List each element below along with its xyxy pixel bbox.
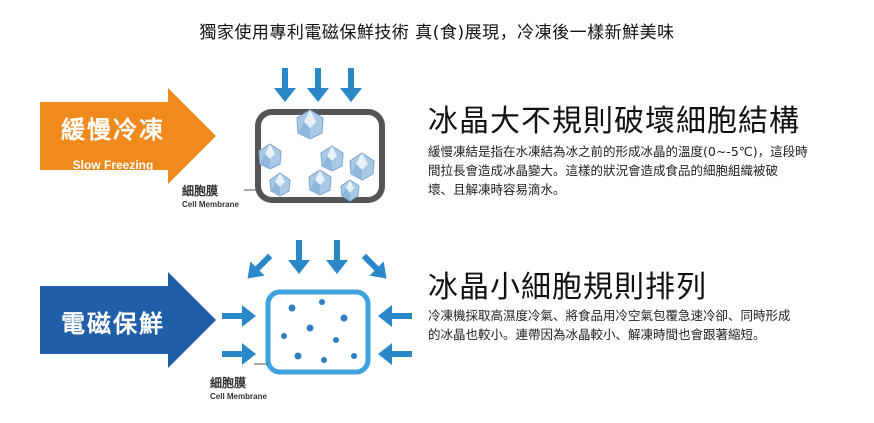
ice-crystal-large-7	[340, 179, 360, 202]
orange-arrow-shape	[40, 88, 216, 184]
magnetic-diagonal-arrow-right	[361, 253, 387, 279]
slow-down-arrow-2	[307, 68, 329, 102]
ice-crystal-large-5	[269, 172, 291, 197]
ice-crystal-large-3	[320, 145, 344, 172]
magnetic-left-arrow-1	[222, 305, 256, 327]
ice-crystal-small-1	[288, 304, 296, 312]
magnetic-membrane-label: 細胞膜 Cell Membrane	[210, 374, 267, 401]
slow-freezing-arrow: 緩慢冷凍 Slow Freezing	[40, 88, 220, 184]
magnetic-desc-line-1: 冷凍機採取高濕度冷氣、將食品用冷空氣包覆急速冷卻、同時形成	[428, 308, 791, 323]
magnetic-diagonal-arrow-left	[247, 253, 273, 279]
blue-arrow-shape	[40, 272, 216, 368]
slow-freezing-english-label: Slow Freezing	[72, 158, 154, 172]
ice-crystal-large-2	[258, 143, 282, 170]
ice-crystal-large-4	[349, 152, 375, 181]
magnetic-preservation-label: 電磁保鮮	[61, 310, 165, 338]
ice-crystal-small-4	[281, 333, 287, 339]
magnetic-preservation-arrow: 電磁保鮮	[40, 272, 220, 368]
ice-crystal-small-6	[333, 337, 339, 343]
magnetic-desc-line-2: 的冰晶也較小。連帶因為冰晶較小、解凍時間也會跟著縮短。	[428, 327, 766, 342]
slow-desc-line-1: 緩慢凍結是指在水凍結為冰之前的形成冰晶的溫度(0~-5℃)，這段時	[428, 144, 808, 159]
slow-down-arrow-3	[340, 68, 362, 102]
ice-crystal-small-5	[306, 324, 314, 332]
ice-crystal-small-7	[294, 352, 302, 360]
ice-crystal-small-9	[351, 353, 357, 359]
ice-crystal-small-2	[319, 299, 325, 305]
magnetic-down-arrow-2	[326, 240, 348, 274]
slow-desc-line-3: 壞、且解凍時容易滴水。	[428, 182, 566, 197]
magnetic-right-arrow-1	[378, 305, 412, 327]
magnetic-preservation-heading: 冰晶小細胞規則排列	[428, 270, 707, 305]
slow-down-arrow-1	[274, 68, 296, 102]
slow-membrane-label-zh: 細胞膜	[182, 184, 219, 198]
ice-crystal-large-6	[308, 169, 332, 196]
slow-freezing-heading: 冰晶大不規則破壞細胞結構	[428, 104, 800, 139]
magnetic-preservation-cell-diagram	[222, 240, 412, 375]
magnetic-right-arrow-2	[378, 343, 412, 365]
magnetic-preservation-description: 冷凍機採取高濕度冷氣、將食品用冷空氣包覆急速冷卻、同時形成 的冰晶也較小。連帶因…	[428, 306, 848, 344]
slow-membrane-label: 細胞膜 Cell Membrane	[182, 182, 239, 209]
ice-crystal-small-8	[321, 357, 327, 363]
slow-freezing-description: 緩慢凍結是指在水凍結為冰之前的形成冰晶的溫度(0~-5℃)，這段時 間拉長會造成…	[428, 142, 848, 199]
page-headline: 獨家使用專利電磁保鮮技術 真(食)展現，冷凍後一樣新鮮美味	[199, 23, 675, 43]
slow-desc-line-2: 間拉長會造成冰晶變大。這樣的狀況會造成食品的細胞組織被破	[428, 163, 779, 178]
ice-crystal-small-3	[340, 314, 348, 322]
magnetic-down-arrow-1	[288, 240, 310, 274]
ice-crystal-large-1	[296, 109, 324, 140]
magnetic-cell-membrane-box	[265, 289, 371, 375]
slow-freezing-cell-diagram	[244, 68, 385, 203]
slow-freezing-label: 緩慢冷凍	[61, 116, 165, 144]
magnetic-membrane-label-en: Cell Membrane	[210, 392, 267, 401]
magnetic-left-arrow-2	[222, 343, 256, 365]
slow-cell-membrane-box	[255, 109, 385, 203]
magnetic-membrane-label-zh: 細胞膜	[210, 376, 247, 390]
slow-membrane-label-en: Cell Membrane	[182, 200, 239, 209]
